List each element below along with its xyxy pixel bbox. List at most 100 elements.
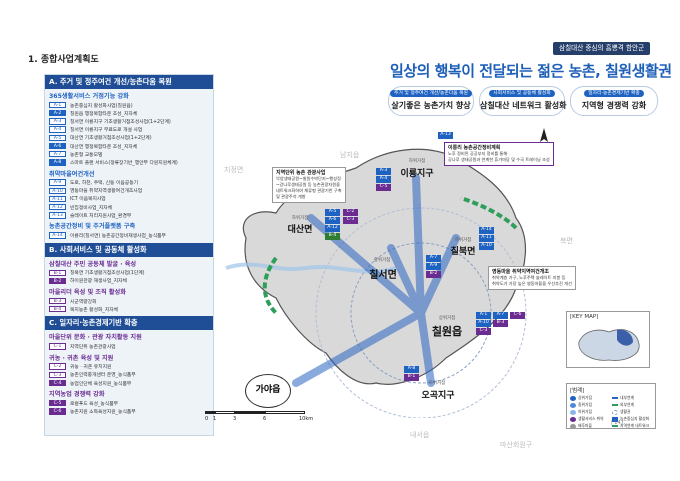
callout-iryong-plan: 이룡리 농촌공간정비계획 노후 정비된 공공부지 정비를 통해 공나루 생태공원…: [444, 142, 554, 166]
project-text: 칠북면 기초생활거점조성사업(1단계): [70, 271, 145, 277]
goal-label: 주거 및 정주여건 개선/농촌다움 복원: [390, 90, 472, 97]
project-code: A-14: [49, 232, 66, 239]
project-code: A-7: [49, 151, 66, 158]
map-tag: C-3: [476, 328, 491, 335]
legend-item: 중위거점: [570, 402, 610, 408]
project-text: 복지농촌 활성화_지자체: [70, 307, 119, 313]
project-code: C-5: [49, 400, 66, 407]
place-label: 마산회원구: [500, 441, 533, 449]
callout-title: 지역단위 농촌 관광사업: [276, 170, 326, 176]
project-code: A-13: [49, 212, 66, 219]
legend: [범례] 상위거점 내부연계 중위거점 외부연계 하위거점 생활권 생활서비스 …: [566, 383, 656, 429]
callout-tourism: 지역단위 농촌 관광사업 악양생태공원~칠원수박단지~행성정 ~강나루생태공원 …: [272, 167, 346, 203]
project-code: A-5: [49, 134, 66, 142]
project-list-panel: A. 주거 및 정주여건 개선/농촌다움 복원 365생활서비스 거점기능 강화…: [44, 74, 214, 436]
page-number: | 147: [611, 420, 624, 426]
living-zone-circle: [315, 207, 527, 418]
map-tag: B-4: [325, 233, 340, 240]
district-name: 이룡지구: [400, 169, 434, 179]
list-item: A-4 칠서면 이룡지구 무료도로 개설 사업: [45, 126, 213, 134]
list-item: B-2 하이원관광 재생사업_지자체: [45, 277, 213, 285]
scale-tick: 3: [233, 416, 237, 422]
scale-segment: [215, 411, 235, 414]
legend-swatch: [570, 395, 576, 401]
scale-bar: 0 1 3 6 10km: [205, 411, 315, 425]
scale-tick: 6: [263, 416, 267, 422]
legend-item: 생활서비스 취약: [570, 416, 610, 422]
project-text: 도로, 하천, 주택, 신동 이음공동기: [70, 181, 139, 187]
map-tag: A-1: [476, 312, 491, 319]
north-arrow: [540, 128, 548, 142]
key-map-shape: [578, 329, 640, 361]
map-tag: A-4: [376, 176, 391, 183]
map-tag: A-7: [493, 312, 508, 319]
project-text: 칠원읍 행정복합타운 조성_지자체: [70, 111, 138, 117]
project-text: 칠서면 이룡지구 무료도로 개설 사업: [70, 128, 143, 134]
callout-line: 노후 정비된 공공부지 정비를 통해: [448, 151, 508, 156]
project-text: 이룡리(칠서면) 농촌공간정비재생사업_농식품부: [70, 234, 166, 240]
legend-swatch: [612, 409, 618, 415]
project-text: 빈집정비사업_지자체: [70, 205, 113, 211]
project-text: 농촌지원 소득육성지원_농식품부: [70, 409, 136, 415]
map-tag: C-3: [343, 217, 358, 224]
project-code: B-3: [49, 297, 66, 305]
project-text: 하이원관광 재생사업_지자체: [70, 279, 127, 285]
gaya-bubble: 가야읍: [245, 374, 291, 408]
district-type: 하위거점: [454, 238, 472, 243]
project-text: 농촌인력중개센터 운영_농식품부: [70, 373, 136, 379]
map-tag: A-3: [376, 168, 391, 175]
district-badge: 삼칠대산 중심의 흠뽕격 함안군: [553, 42, 651, 55]
project-text: 농촌형 교통모델: [70, 152, 103, 158]
legend-item: 상위거점: [570, 395, 610, 401]
legend-item: 지역연계 네트워크: [612, 423, 652, 429]
section-a-sub1: 365생활서비스 거점기능 강화: [49, 93, 129, 100]
legend-label: 지역연계 네트워크: [620, 423, 650, 428]
legend-swatch: [570, 402, 576, 408]
legend-swatch: [612, 404, 618, 406]
map-tag: B-3: [493, 320, 508, 327]
map-tag: C-2: [343, 209, 358, 216]
legend-item: 하위거점: [570, 409, 610, 415]
legend-label: 하위거점: [578, 409, 592, 414]
legend-swatch: [570, 416, 576, 422]
callout-title: 영동마을 취약지역여건개조: [492, 269, 549, 275]
project-code: A-1: [49, 101, 66, 109]
section-c-header: C. 일자리·농촌경제기반 확충: [45, 316, 213, 331]
project-text: 시군역량강화: [70, 299, 97, 305]
legend-label: 생활서비스 취약: [578, 416, 604, 421]
goal-text: 살기좋은 농촌가치 향상: [391, 101, 471, 110]
map-tag: A-10: [476, 320, 491, 327]
key-map: [KEY MAP]: [566, 311, 650, 368]
project-text: 지역단위 농촌관광사업: [70, 344, 116, 350]
project-code: A-10: [49, 187, 66, 194]
map-tag: A-14: [479, 227, 494, 234]
map-tag: B-2: [426, 271, 441, 278]
project-code: A-4: [49, 126, 66, 133]
project-text: 슬레이트 처리지원사업_환경부: [70, 213, 132, 219]
map-tag: A-8: [404, 366, 419, 373]
project-text: 칠서면 이룡지구 기초생활거점조성사업(1+2단계): [70, 119, 171, 125]
map-tag: A-6: [325, 217, 340, 224]
goal-card-3: 일자리·농촌경제기반 확충 지역형 경쟁력 강화: [570, 86, 658, 116]
legend-swatch: [612, 425, 618, 427]
map-tag: A-7: [426, 255, 441, 262]
project-code: B-2: [49, 277, 66, 285]
legend-label: 외부연계: [620, 402, 634, 407]
section-c-sub3: 지역농업 경쟁력 강화: [49, 391, 105, 399]
project-text: 영동마을 취약지역생활여건개조사업: [70, 189, 143, 195]
callout-line: ~강나루생태공원 등 농촌관광자원을: [276, 182, 340, 187]
legend-label: 중위거점: [578, 402, 592, 407]
legend-label: 내부연계: [620, 395, 634, 400]
key-map-title: [KEY MAP]: [570, 314, 599, 320]
scale-tick: 0: [205, 416, 209, 422]
main-title: 일상의 행복이 전달되는 젊은 농촌, 칠원생활권: [390, 62, 672, 80]
